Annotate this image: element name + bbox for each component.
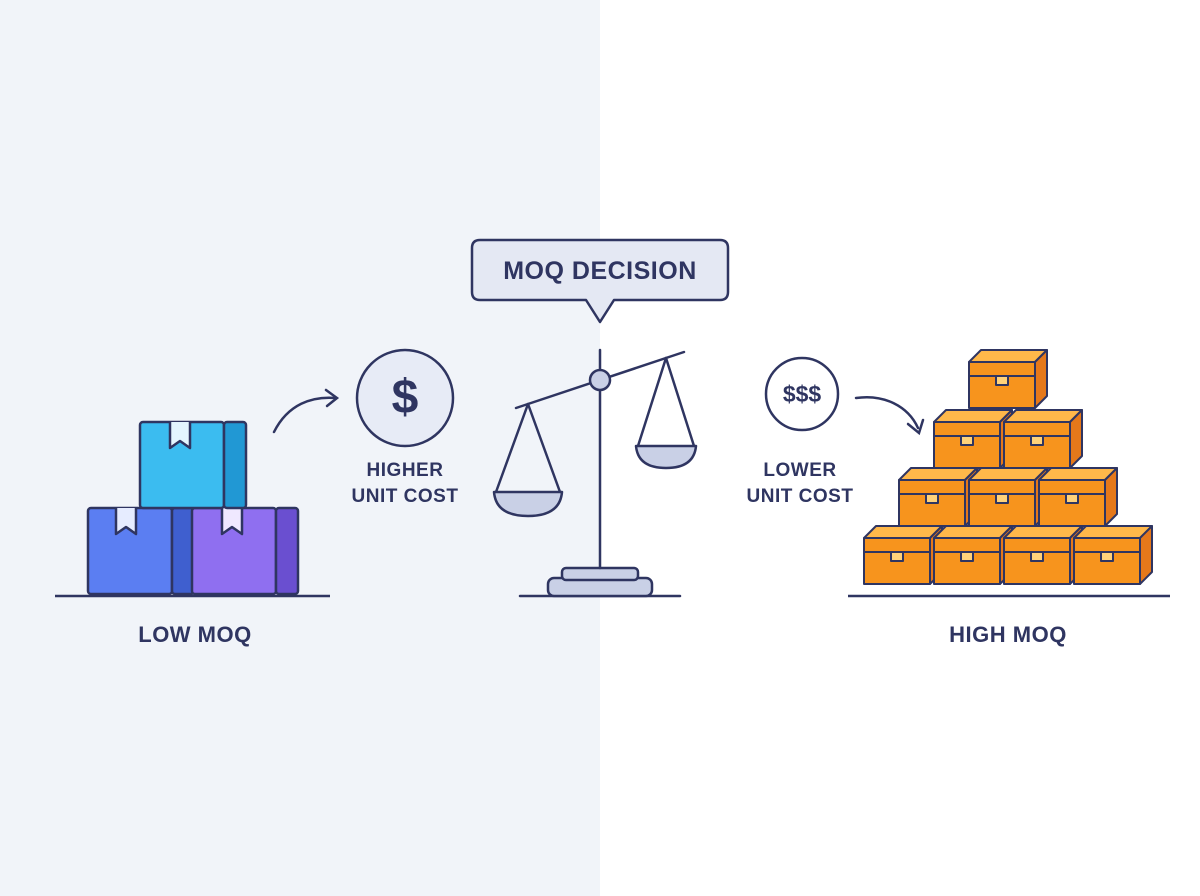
box-icon <box>190 506 300 596</box>
left-cost-line2: UNIT COST <box>351 486 459 507</box>
arrow-icon <box>272 388 340 434</box>
left-panel-background <box>0 0 600 896</box>
crate-icon <box>898 467 978 527</box>
dollar-coin-icon <box>355 348 455 448</box>
crate-icon <box>968 349 1048 409</box>
box-icon <box>138 420 248 510</box>
crate-icon <box>863 525 943 585</box>
low-moq-title: LOW MOQ <box>138 622 252 647</box>
crate-icon <box>1038 467 1118 527</box>
dollar-coin-icon <box>764 356 840 432</box>
speech-bubble-icon <box>470 238 730 324</box>
crate-icon <box>933 525 1013 585</box>
decision-label: MOQ DECISION <box>503 257 697 285</box>
arrow-icon <box>854 396 925 436</box>
scale-icon <box>492 348 698 598</box>
crate-icon <box>1003 525 1083 585</box>
crate-icon <box>1003 409 1083 469</box>
left-coin-symbol: $ <box>391 371 419 424</box>
high-moq-crates <box>863 349 1153 585</box>
low-moq-boxes <box>86 420 300 596</box>
crate-icon <box>933 409 1013 469</box>
crate-icon <box>1073 525 1153 585</box>
box-icon <box>86 506 196 596</box>
right-cost-line1: LOWER <box>763 460 837 481</box>
left-cost-line1: HIGHER <box>366 460 444 481</box>
crate-icon <box>968 467 1048 527</box>
high-moq-title: HIGH MOQ <box>949 622 1067 647</box>
right-cost-line2: UNIT COST <box>746 486 854 507</box>
right-coin-symbol: $$$ <box>782 381 822 407</box>
